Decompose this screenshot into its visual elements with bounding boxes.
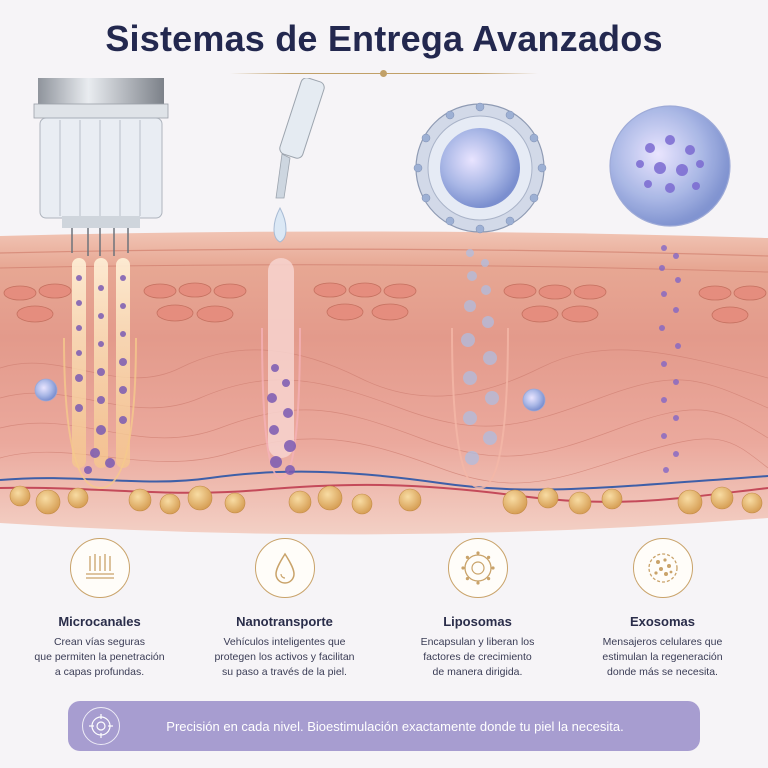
feature-title: Microcanales xyxy=(58,614,141,629)
feature-description: Crean vías seguras que permiten la penet… xyxy=(34,636,165,678)
feature-exosomas: Exosomas Mensajeros celulares que estimu… xyxy=(575,538,750,680)
feature-microcanales: Microcanales Crean vías seguras que perm… xyxy=(12,538,187,680)
feature-title: Exosomas xyxy=(629,614,696,629)
skin-cross-section-illustration xyxy=(0,78,768,548)
feature-title: Nanotransporte xyxy=(236,614,333,629)
title-divider-dot xyxy=(380,70,387,77)
tagline-banner: Precisión en cada nivel. Bioestimulación… xyxy=(68,701,700,751)
feature-description: Encapsulan y liberan los factores de cre… xyxy=(420,636,535,678)
feature-title: Liposomas xyxy=(443,614,512,629)
liposome-icon xyxy=(447,538,508,598)
banner-text: Precisión en cada nivel. Bioestimulación… xyxy=(166,718,624,734)
feature-nanotransporte: Nanotransporte Vehículos inteligentes qu… xyxy=(197,538,372,680)
target-icon xyxy=(82,707,120,745)
feature-description: Mensajeros celulares que estimulan la re… xyxy=(602,636,723,678)
microneedles-icon xyxy=(69,538,130,598)
feature-description: Vehículos inteligentes que protegen los … xyxy=(214,636,355,678)
exosome-icon xyxy=(632,538,693,598)
page-title: Sistemas de Entrega Avanzados xyxy=(105,18,663,59)
feature-liposomas: Liposomas Encapsulan y liberan los facto… xyxy=(390,538,565,680)
droplet-icon xyxy=(254,538,315,598)
